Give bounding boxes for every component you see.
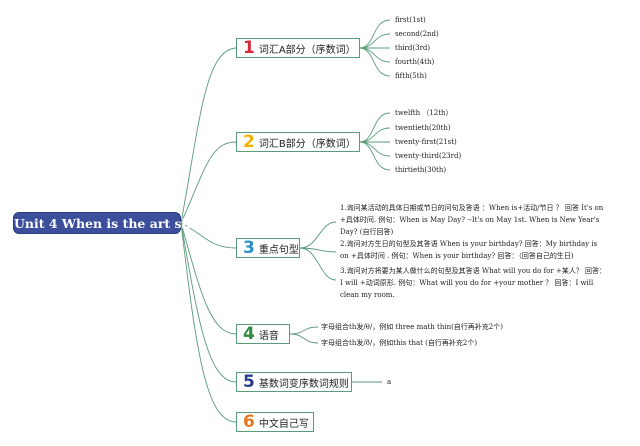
topic-key-sentences[interactable]: 3 重点句型 bbox=[236, 238, 300, 258]
leaf-item[interactable]: fifth(5th) bbox=[395, 72, 427, 80]
number-badge-4: 4 bbox=[243, 324, 255, 344]
topic-ordinal-rules[interactable]: 5 基数词变序数词规则 bbox=[236, 372, 352, 392]
leaf-item[interactable]: twenty-third(23rd) bbox=[395, 152, 462, 160]
number-badge-6: 6 bbox=[243, 412, 255, 432]
topic-vocabulary-a[interactable]: 1 词汇A部分（序数词） bbox=[236, 38, 360, 58]
leaf-item[interactable]: twentieth(20th) bbox=[395, 124, 451, 132]
sentence-pattern-2[interactable]: 2.询问对方生日的句型及其答语 When is your birthday? 回… bbox=[340, 240, 598, 260]
leaf-item[interactable]: first(1st) bbox=[395, 16, 426, 24]
leaf-item[interactable]: twenty-first(21st) bbox=[395, 138, 457, 146]
leaf-item[interactable]: thirtieth(30th) bbox=[395, 166, 447, 174]
leaf-item[interactable]: fourth(4th) bbox=[395, 58, 435, 66]
topic-label: 重点句型 bbox=[258, 244, 299, 256]
leaf-item[interactable]: twelfth （12th） bbox=[395, 109, 453, 117]
topic-vocabulary-b[interactable]: 2 词汇B部分（序数词） bbox=[236, 132, 360, 152]
leaf-item[interactable]: 字母组合th发/θ/，例如 three math thin(自行再补充2个) bbox=[321, 323, 503, 331]
number-badge-1: 1 bbox=[243, 38, 255, 58]
number-badge-3: 3 bbox=[243, 238, 255, 258]
topic-label: 词汇A部分（序数词） bbox=[258, 44, 356, 56]
topic-phonics[interactable]: 4 语音 bbox=[236, 324, 290, 344]
sentence-pattern-1[interactable]: 1.询问某活动的具体日期或节日的问句及答语 ：When is+活动/节日 ？ 回… bbox=[340, 204, 604, 236]
leaf-item[interactable]: a bbox=[387, 378, 392, 386]
topic-label: 基数词变序数词规则 bbox=[258, 378, 349, 390]
topic-write-chinese[interactable]: 6 中文自己写 bbox=[236, 412, 314, 432]
number-badge-2: 2 bbox=[243, 132, 255, 152]
topic-label: 语音 bbox=[258, 330, 279, 342]
root-node[interactable]: Unit 4 When is the art show bbox=[13, 212, 210, 234]
leaf-item[interactable]: second(2nd) bbox=[395, 30, 439, 38]
topic-label: 词汇B部分（序数词） bbox=[258, 138, 356, 150]
number-badge-5: 5 bbox=[243, 372, 255, 392]
sentence-pattern-3[interactable]: 3.询问对方将要为某人做什么的句型及其答语 What will you do f… bbox=[340, 267, 607, 299]
leaf-item[interactable]: third(3rd) bbox=[395, 44, 431, 52]
leaf-item[interactable]: 字母组合th发/ð/，例如this that (自行再补充2个) bbox=[321, 339, 478, 347]
topic-label: 中文自己写 bbox=[258, 418, 309, 430]
